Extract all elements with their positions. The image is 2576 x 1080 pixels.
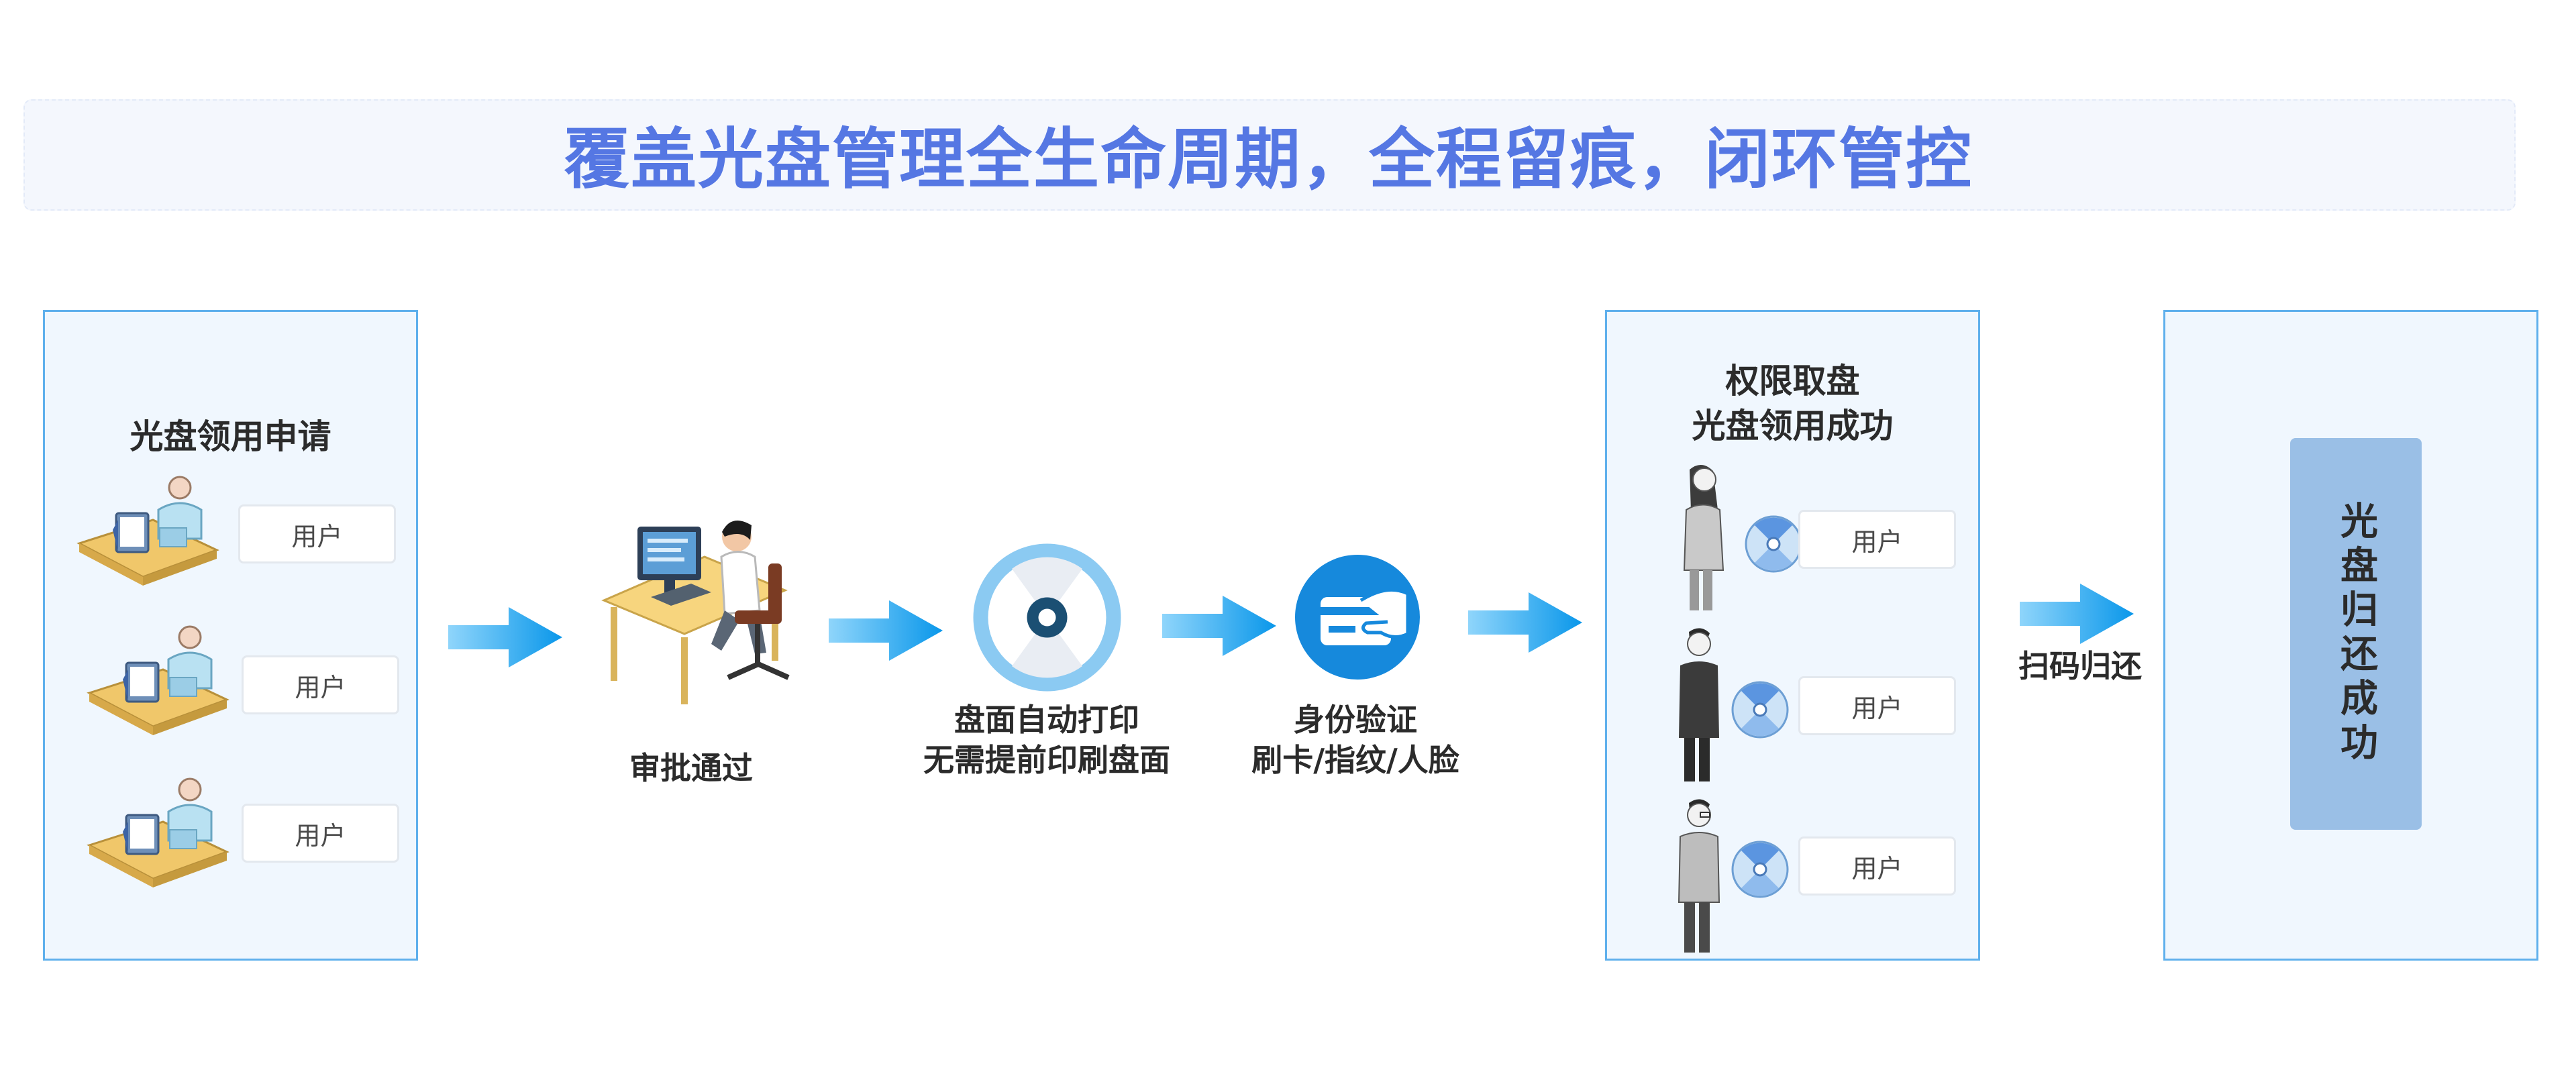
- man-figure-icon: [1679, 628, 1719, 781]
- user-workstation-icon: [87, 625, 229, 735]
- user-label: 用户: [242, 655, 399, 714]
- step-approve-caption: 审批通过: [629, 750, 753, 786]
- arrow-right-icon: [829, 600, 943, 661]
- arrow-right-icon: [1468, 592, 1582, 653]
- user-label: 用户: [1798, 510, 1956, 569]
- step-verify-caption-line1: 身份验证: [1294, 702, 1417, 738]
- return-success-bar: 光盘归还成功: [2290, 438, 2422, 830]
- card-swipe-icon: [1295, 555, 1420, 680]
- banner-title: 覆盖光盘管理全生命周期，全程留痕，闭环管控: [563, 121, 1973, 198]
- user-label: 用户: [1798, 836, 1956, 896]
- take-heading-line2: 光盘领用成功: [1692, 407, 1894, 445]
- return-success-text: 光盘归还成功: [2334, 501, 2378, 767]
- user-label: 用户: [242, 804, 399, 863]
- man-glasses-figure-icon: [1678, 799, 1720, 953]
- user-workstation-icon: [76, 476, 219, 586]
- arrow-right-icon: [1162, 596, 1276, 656]
- apply-heading: 光盘领用申请: [130, 417, 331, 456]
- step-verify-caption-line2: 刷卡/指纹/人脸: [1251, 742, 1459, 778]
- step-print-caption-line2: 无需提前印刷盘面: [923, 742, 1170, 778]
- arrow-right-icon: [2020, 584, 2134, 644]
- scan-return-caption: 扫码归还: [2018, 648, 2142, 684]
- title-banner: [23, 99, 2516, 211]
- small-disc-icon: [1731, 841, 1789, 898]
- user-workstation-icon: [87, 777, 229, 887]
- step-print-caption-line1: 盘面自动打印: [954, 702, 1139, 738]
- small-disc-icon: [1731, 681, 1789, 739]
- woman-figure-icon: [1683, 464, 1724, 610]
- arrow-right-icon: [448, 607, 562, 667]
- disc-icon: [973, 543, 1121, 692]
- small-disc-icon: [1745, 515, 1802, 573]
- user-label: 用户: [238, 504, 396, 563]
- approver-desk-icon: [601, 520, 790, 704]
- take-heading-line1: 权限取盘: [1725, 362, 1860, 400]
- user-label: 用户: [1798, 676, 1956, 735]
